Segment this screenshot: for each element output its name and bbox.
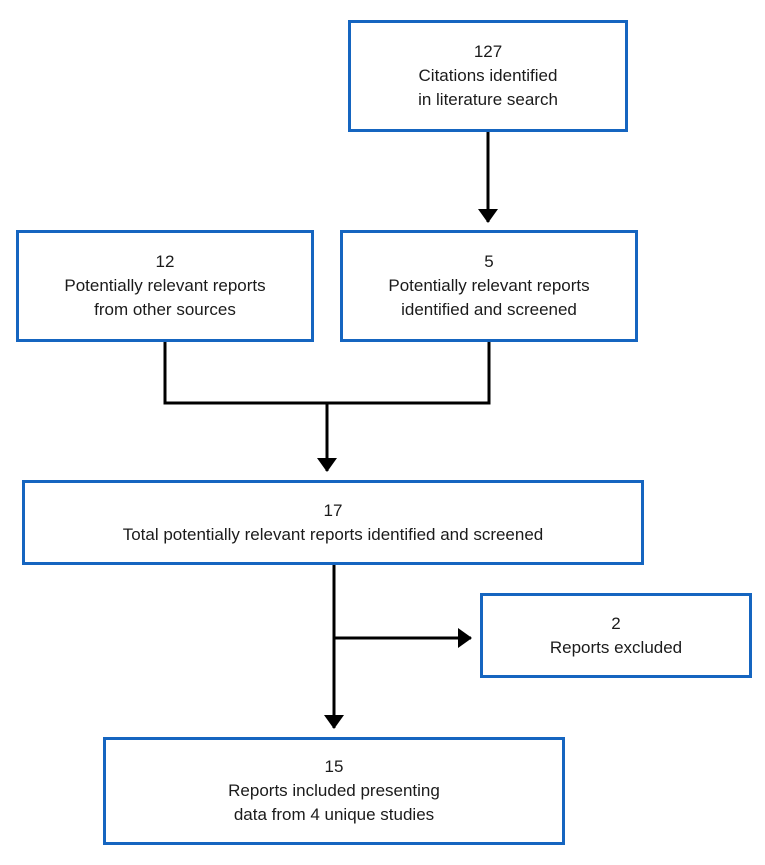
- box-count: 5: [484, 252, 494, 271]
- box-label: Reports included presenting data from 4 …: [228, 781, 440, 824]
- box-count: 127: [473, 42, 503, 61]
- flow-box-included: 15 Reports included presenting data from…: [103, 737, 565, 845]
- box-count: 12: [155, 252, 175, 271]
- box-label: Potentially relevant reports identified …: [388, 276, 590, 319]
- flow-box-citations: 127 Citations identified in literature s…: [348, 20, 628, 132]
- flow-box-other-sources: 12 Potentially relevant reports from oth…: [16, 230, 314, 342]
- box-count: 17: [323, 500, 343, 520]
- box-label: Potentially relevant reports from other …: [64, 276, 266, 319]
- box-count: 2: [611, 613, 621, 633]
- connector-merge-line: [163, 341, 491, 405]
- flow-box-total-screened: 17 Total potentially relevant reports id…: [22, 480, 644, 565]
- box-count: 15: [324, 757, 344, 776]
- box-label: Total potentially relevant reports ident…: [122, 524, 544, 544]
- flow-box-excluded: 2 Reports excluded: [480, 593, 752, 678]
- box-label: Reports excluded: [549, 637, 683, 657]
- flow-box-screened: 5 Potentially relevant reports identifie…: [340, 230, 638, 342]
- box-label: Citations identified in literature searc…: [418, 66, 558, 109]
